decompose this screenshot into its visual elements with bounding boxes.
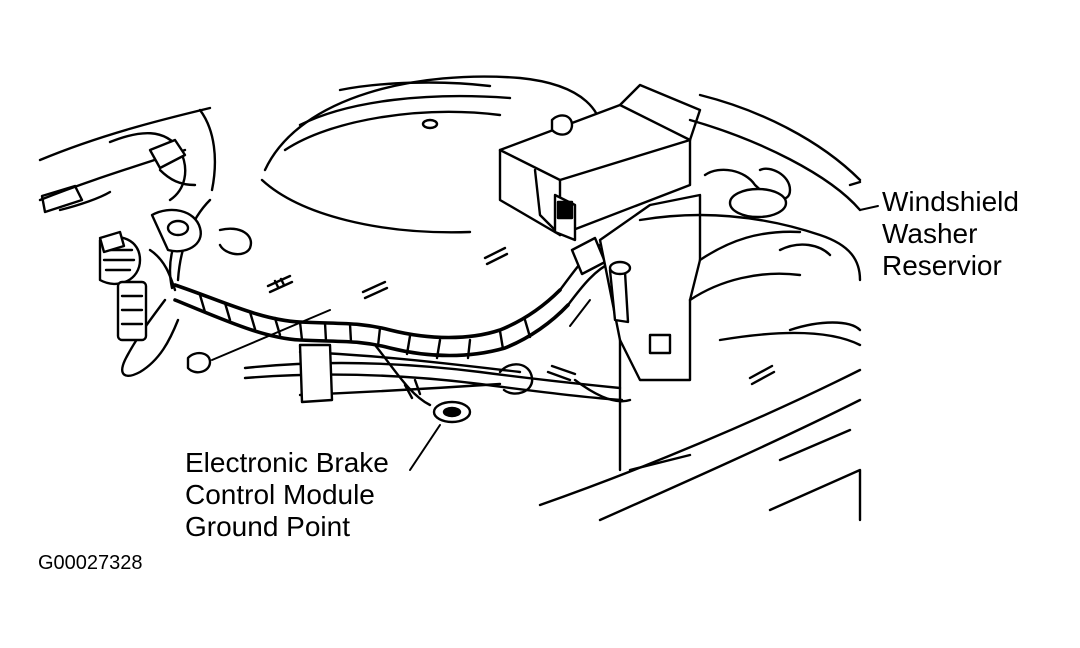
left-connectors [98, 208, 253, 342]
mounting-bracket [598, 193, 802, 472]
module-box [498, 83, 702, 242]
ebcm-ground-point [373, 343, 472, 424]
washer-reservoir [638, 93, 862, 347]
studs [186, 246, 776, 386]
callout-line: Washer [882, 218, 978, 249]
wiring-harness [121, 198, 614, 377]
figure-id: G00027328 [38, 552, 143, 574]
washer-reservoir-callout: Windshield Washer Reservior [882, 186, 1019, 282]
leader-lines [211, 205, 879, 471]
left-fender [38, 106, 217, 214]
ebcm-ground-callout: Electronic Brake Control Module Ground P… [185, 447, 389, 543]
callout-line: Windshield [882, 186, 1019, 217]
lower-body [538, 368, 862, 522]
callout-line: Reservior [882, 250, 1002, 281]
strut-tower-dome [260, 75, 603, 234]
brake-lines [243, 343, 632, 404]
callout-line: Ground Point [185, 511, 350, 542]
callout-line: Electronic Brake [185, 447, 389, 478]
callout-line: Control Module [185, 479, 375, 510]
